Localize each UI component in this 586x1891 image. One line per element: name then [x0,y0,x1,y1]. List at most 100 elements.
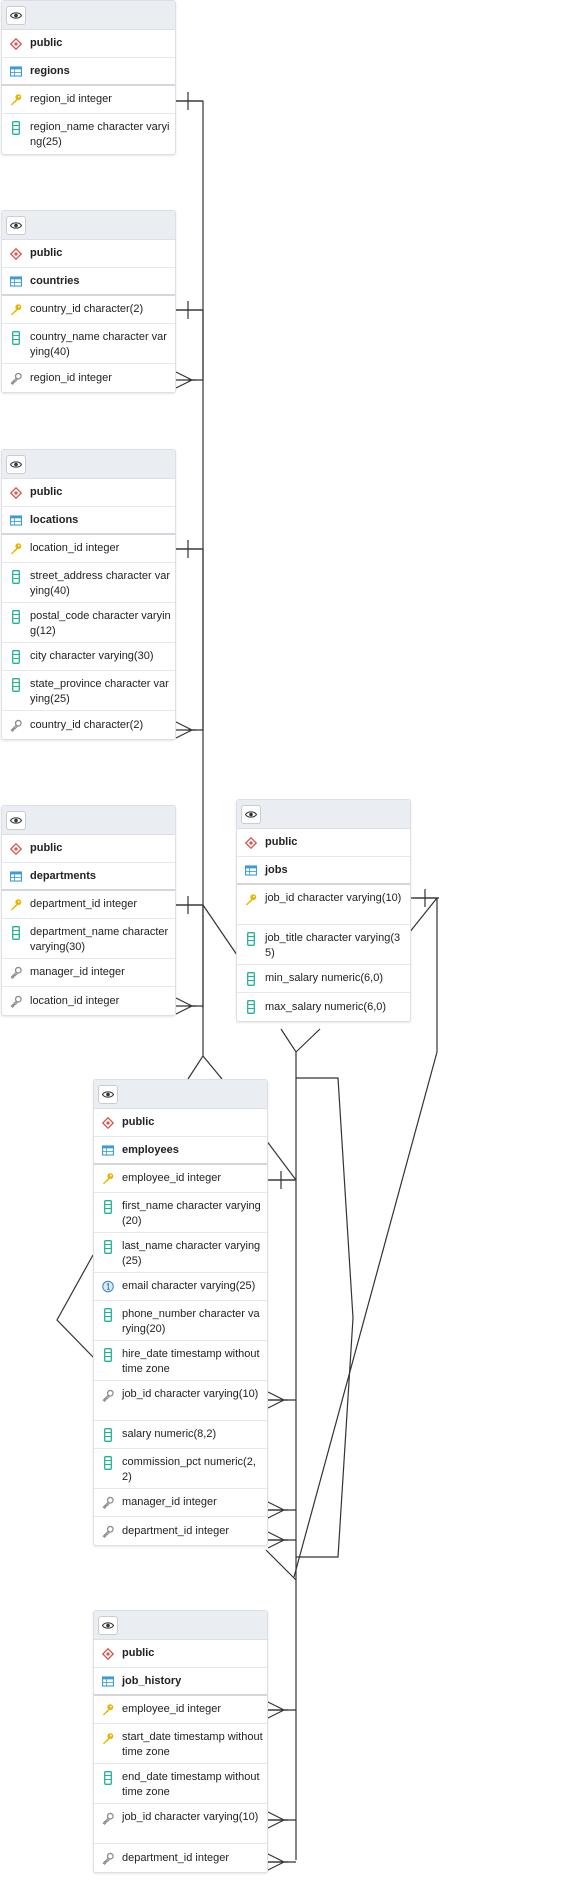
eye-icon[interactable] [98,1085,118,1104]
column-icon [245,971,257,986]
column-row[interactable]: job_id character varying(10) [94,1804,267,1844]
column-icon [245,932,257,946]
table-departments[interactable]: public departments department_id integer… [1,805,176,1016]
column-label: manager_id integer [122,1496,217,1508]
column-row[interactable]: min_salary numeric(6,0) [237,965,410,993]
connector-line [56,1254,94,1358]
table-employees[interactable]: public employees employee_id integer fir… [93,1079,268,1546]
column-row[interactable]: manager_id integer [2,959,175,987]
column-row[interactable]: last_name character varying(25) [94,1233,267,1273]
table-name: regions [30,64,70,77]
eye-icon[interactable] [241,805,261,824]
table-name-row: locations [2,507,175,535]
column-icon [10,678,22,692]
column-row[interactable]: department_name character varying(30) [2,919,175,959]
schema-name: public [30,247,63,259]
connector-line [175,100,204,381]
schema-name: public [122,1647,155,1659]
column-row[interactable]: job_id character varying(10) [94,1381,267,1421]
table-name-row: job_history [94,1668,267,1696]
column-row[interactable]: email character varying(25) [94,1273,267,1301]
column-row[interactable]: commission_pct numeric(2,2) [94,1449,267,1489]
column-icon [10,649,22,664]
column-row[interactable]: start_date timestamp without time zone [94,1724,267,1764]
column-icon [10,570,22,584]
column-row[interactable]: region_id integer [2,86,175,114]
table-name-row: employees [94,1137,267,1165]
primary-key-icon [102,1731,114,1745]
column-icon [10,121,22,135]
table-name: countries [30,274,80,287]
column-row[interactable]: manager_id integer [94,1489,267,1517]
column-row[interactable]: hire_date timestamp without time zone [94,1341,267,1381]
column-label: commission_pct numeric(2,2) [122,1456,256,1483]
column-icon [10,331,22,345]
table-jobs[interactable]: public jobs job_id character varying(10)… [236,799,411,1022]
column-row[interactable]: phone_number character varying(20) [94,1301,267,1341]
eye-icon[interactable] [6,216,26,235]
schema-row: public [2,479,175,507]
schema-name: public [122,1116,155,1128]
column-row[interactable]: employee_id integer [94,1165,267,1193]
column-row[interactable]: street_address character varying(40) [2,563,175,603]
schema-name: public [30,37,63,49]
connector-line [408,897,438,934]
column-row[interactable]: employee_id integer [94,1696,267,1724]
column-row[interactable]: country_id character(2) [2,711,175,739]
foreign-key-icon [102,1496,114,1510]
column-label: street_address character varying(40) [30,570,171,597]
column-label: department_name character varying(30) [30,926,169,953]
table-header [2,450,175,479]
eye-icon[interactable] [6,811,26,830]
eye-icon[interactable] [98,1616,118,1635]
column-row[interactable]: region_name character varying(25) [2,114,175,154]
column-row[interactable]: department_id integer [2,891,175,919]
column-row[interactable]: salary numeric(8,2) [94,1421,267,1449]
schema-row: public [2,835,175,863]
column-label: region_id integer [30,93,112,105]
column-row[interactable]: postal_code character varying(12) [2,603,175,643]
primary-key-icon [102,1703,114,1717]
table-icon [10,64,22,78]
column-row[interactable]: country_name character varying(40) [2,324,175,364]
column-label: start_date timestamp without time zone [122,1731,263,1758]
column-row[interactable]: state_province character varying(25) [2,671,175,711]
column-label: max_salary numeric(6,0) [265,1000,387,1013]
column-row[interactable]: job_title character varying(35) [237,925,410,965]
column-row[interactable]: job_id character varying(10) [237,885,410,925]
column-label: department_id integer [122,1524,230,1537]
column-row[interactable]: city character varying(30) [2,643,175,671]
column-label: location_id integer [30,542,120,554]
connector-line [175,904,223,1080]
column-row[interactable]: end_date timestamp without time zone [94,1764,267,1804]
connector-line [202,904,238,956]
column-row[interactable]: location_id integer [2,535,175,563]
column-row[interactable]: region_id integer [2,364,175,392]
schema-icon [102,1647,114,1661]
eye-icon[interactable] [6,455,26,474]
table-regions[interactable]: public regions region_id integer region_… [1,0,176,155]
column-row[interactable]: department_id integer [94,1517,267,1545]
schema-icon [10,37,22,51]
schema-icon [10,486,22,500]
column-row[interactable]: department_id integer [94,1844,267,1872]
table-name: locations [30,513,79,526]
eye-icon[interactable] [6,6,26,25]
column-row[interactable]: country_id character(2) [2,296,175,324]
column-row[interactable]: max_salary numeric(6,0) [237,993,410,1021]
column-label: department_id integer [30,898,138,910]
table-locations[interactable]: public locations location_id integer str… [1,449,176,740]
table-job-history[interactable]: public job_history employee_id integer s… [93,1610,268,1873]
foreign-key-icon [102,1851,114,1865]
column-icon [102,1771,114,1785]
unique-icon [102,1280,114,1294]
many-marker [175,721,196,739]
table-header [94,1080,267,1109]
schema-name: public [265,836,298,848]
column-label: city character varying(30) [30,650,154,662]
column-label: salary numeric(8,2) [122,1428,217,1440]
table-countries[interactable]: public countries country_id character(2)… [1,210,176,393]
column-row[interactable]: location_id integer [2,987,175,1015]
column-row[interactable]: first_name character varying(20) [94,1193,267,1233]
connector-line [265,1139,297,1181]
